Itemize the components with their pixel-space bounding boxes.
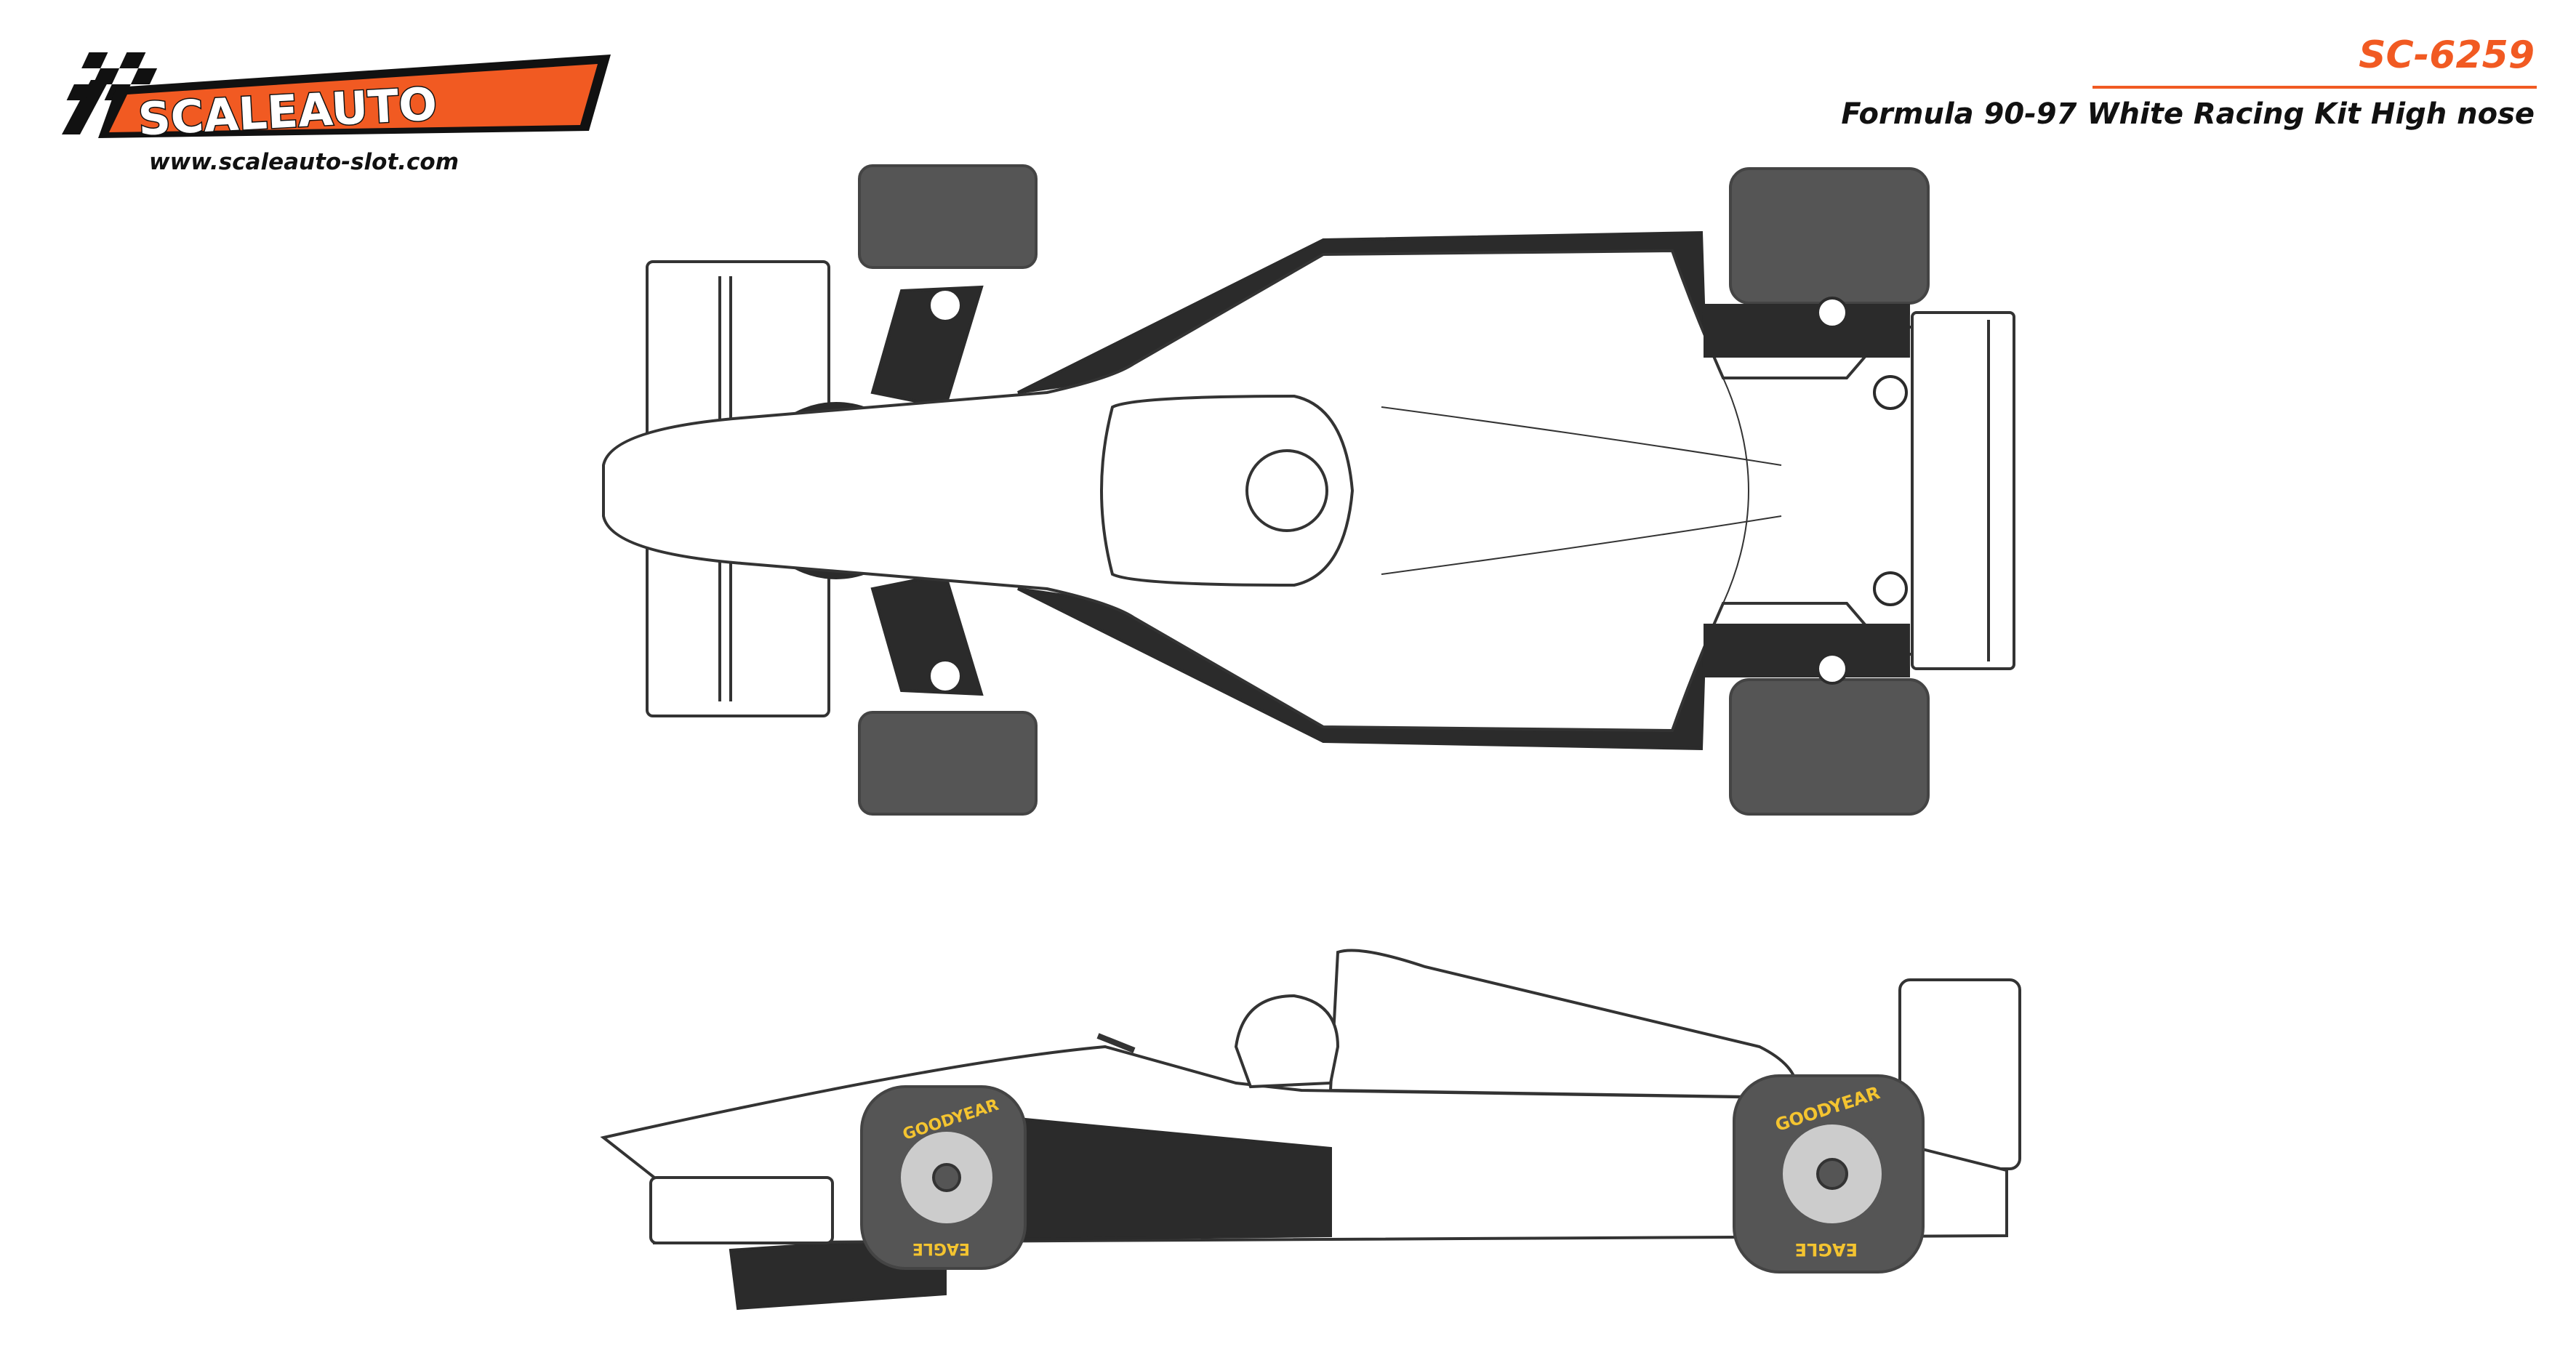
rear-right-tire — [858, 711, 1038, 816]
driver-helmet — [1245, 449, 1328, 532]
top-view — [602, 164, 2015, 816]
cockpit — [1100, 394, 1355, 587]
side-rear-tire — [860, 1085, 1027, 1270]
product-title: Formula 90-97 White Racing Kit High nose — [1841, 97, 2535, 131]
side-engine-cover — [1328, 949, 1799, 1100]
side-view — [600, 949, 2021, 1311]
side-front-tire — [1733, 1074, 1925, 1273]
rear-tire-model: EAGLE — [912, 1239, 970, 1258]
side-front-wing — [649, 1176, 834, 1244]
front-suspension — [1704, 297, 1910, 685]
website-url[interactable]: www.scaleauto-slot.com — [149, 149, 460, 175]
front-wing — [1911, 311, 2015, 670]
side-helmet — [1234, 994, 1340, 1089]
header-divider — [2093, 86, 2537, 89]
rear-left-tire — [858, 164, 1038, 269]
front-tire-model: EAGLE — [1795, 1239, 1858, 1260]
product-sku: SC-6259 — [2359, 33, 2535, 77]
front-right-tire — [1729, 678, 1930, 816]
scaleauto-logo: SCALEAUTO — [62, 52, 611, 147]
front-left-tire — [1729, 167, 1930, 305]
